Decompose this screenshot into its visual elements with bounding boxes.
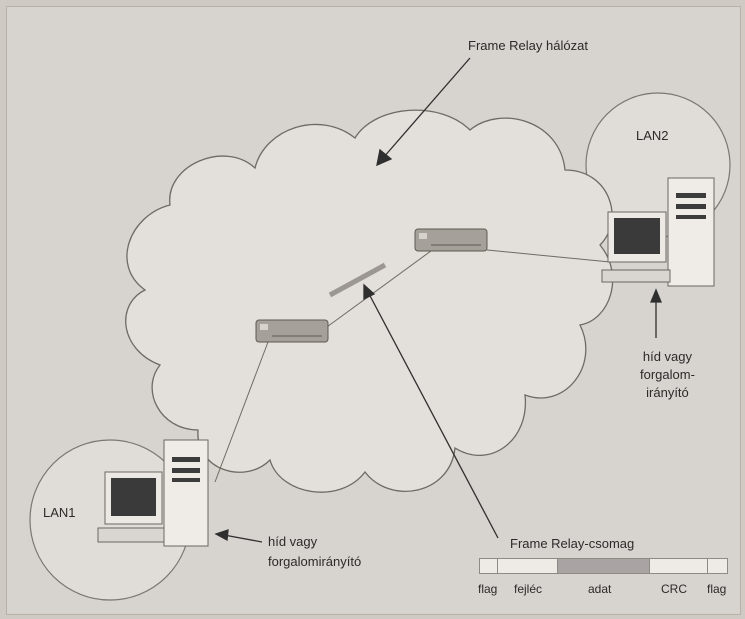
- lan1-label: LAN1: [43, 505, 76, 520]
- arrow-head-packet: [363, 283, 376, 301]
- packet-flag-start: [480, 559, 498, 573]
- arrow-head-cloud: [376, 148, 393, 167]
- lan2-device-label-line1: híd vagy: [642, 349, 693, 364]
- lan2-computer-icon: [601, 177, 715, 287]
- frame-relay-packet: [479, 558, 728, 574]
- frame-relay-cloud: [125, 109, 614, 493]
- packet-field-label-flag-end: flag: [707, 582, 727, 596]
- lan1-device-label-line2: forgalomirányító: [268, 554, 362, 569]
- arrow-to-cloud: [382, 57, 471, 159]
- frame-relay-switch-2: [414, 228, 488, 252]
- arrow-head-lan1-device: [214, 529, 229, 542]
- arrow-head-lan2-device: [650, 288, 662, 303]
- network-label: Frame Relay hálózat: [468, 38, 588, 53]
- link-switch1-switch2: [319, 247, 436, 333]
- packet-title: Frame Relay-csomag: [510, 536, 635, 551]
- link-switch2-lan2: [486, 249, 611, 263]
- lan1-computer-icon: [97, 439, 209, 547]
- packet-data: [558, 559, 650, 573]
- packet-in-transit: [328, 262, 387, 298]
- packet-field-label-flag-start: flag: [478, 582, 498, 596]
- lan2-device-label-line3: irányító: [646, 385, 689, 400]
- arrow-to-lan1-device: [223, 534, 263, 543]
- arrow-to-packet: [367, 291, 499, 539]
- packet-field-label-header: fejléc: [514, 582, 543, 596]
- packet-flag-end: [708, 559, 727, 573]
- lan2-device-label: híd vagy forgalom- irányító: [640, 348, 695, 402]
- lan2-label: LAN2: [636, 128, 669, 143]
- frame-relay-switch-1: [255, 319, 329, 343]
- packet-field-label-crc: CRC: [661, 582, 687, 596]
- packet-field-label-data: adat: [588, 582, 612, 596]
- lan2-device-label-line2: forgalom-: [640, 367, 695, 382]
- packet-crc: [650, 559, 708, 573]
- lan1-device-label-line1: híd vagy: [268, 534, 318, 549]
- lan1-device-label: híd vagy forgalomirányító: [268, 532, 361, 572]
- link-lan1-switch1: [214, 341, 269, 483]
- packet-header: [498, 559, 558, 573]
